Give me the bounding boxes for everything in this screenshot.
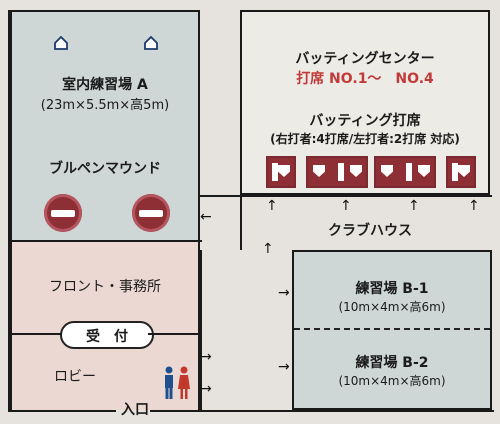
room-b1-title: 練習場 B-1 bbox=[355, 281, 429, 297]
arrow-up-icon: ↑ bbox=[266, 198, 278, 214]
lobby-label: ロビー bbox=[54, 369, 96, 385]
club-house-wall bbox=[240, 195, 242, 250]
corridor-wall bbox=[200, 250, 202, 410]
room-a: 室内練習場 A (23m×5.5m×高5m) ブルペンマウンド bbox=[10, 10, 200, 242]
arrow-right-icon: → bbox=[278, 285, 290, 301]
entrance-label: 入口 bbox=[121, 402, 149, 418]
arrow-left-icon: ← bbox=[200, 209, 212, 225]
arrow-up-icon: ↑ bbox=[262, 241, 274, 257]
room-b2-title: 練習場 B-2 bbox=[355, 355, 429, 371]
front-bottom-wall bbox=[148, 333, 200, 335]
restroom-icon bbox=[165, 366, 190, 399]
room-a-title: 室内練習場 A bbox=[62, 77, 148, 93]
arrow-right-icon: → bbox=[200, 349, 212, 365]
outer-left-wall bbox=[8, 10, 10, 412]
house-icon bbox=[144, 36, 158, 50]
batting-stance-detail: (右打者:4打席/左打者:2打席 対応) bbox=[270, 132, 460, 146]
batting-front-wall bbox=[200, 195, 492, 197]
room-a-bottom-wall bbox=[10, 240, 202, 242]
arrow-up-icon: ↑ bbox=[468, 198, 480, 214]
arrow-right-icon: → bbox=[200, 381, 212, 397]
house-icon bbox=[54, 36, 68, 50]
pitching-mound-icon bbox=[44, 194, 82, 232]
batting-booth-1 bbox=[266, 156, 296, 188]
batting-booth-numbers: 打席 NO.1～ NO.4 bbox=[296, 71, 434, 87]
front-bottom-wall bbox=[10, 333, 62, 335]
arrow-right-icon: → bbox=[278, 359, 290, 375]
front-office-label: フロント・事務所 bbox=[49, 279, 161, 295]
batting-booth-2 bbox=[306, 156, 368, 188]
reception-counter: 受 付 bbox=[60, 321, 154, 349]
batting-center-title: バッティングセンター bbox=[295, 51, 435, 67]
pitching-mound-icon bbox=[132, 194, 170, 232]
room-a-size: (23m×5.5m×高5m) bbox=[40, 98, 170, 113]
batting-booth-4 bbox=[446, 156, 476, 188]
bottom-wall-left bbox=[8, 410, 116, 412]
room-b1-size: (10m×4m×高6m) bbox=[338, 300, 446, 314]
reception-label: 受 付 bbox=[86, 329, 128, 345]
arrow-up-icon: ↑ bbox=[340, 198, 352, 214]
front-office: フロント・事務所 bbox=[10, 242, 200, 334]
room-b: 練習場 B-1 (10m×4m×高6m) 練習場 B-2 (10m×4m×高6m… bbox=[292, 250, 492, 410]
room-b-divider bbox=[294, 328, 490, 330]
arrow-up-icon: ↑ bbox=[408, 198, 420, 214]
batting-stance-title: バッティング打席 bbox=[309, 113, 421, 129]
batting-booth-3 bbox=[374, 156, 436, 188]
bottom-wall-right bbox=[150, 410, 494, 412]
bullpen-mound-label: ブルペンマウンド bbox=[49, 161, 161, 177]
room-b2-size: (10m×4m×高6m) bbox=[338, 374, 446, 388]
club-house-label: クラブハウス bbox=[328, 223, 412, 239]
batting-center: バッティングセンター 打席 NO.1～ NO.4 バッティング打席 (右打者:4… bbox=[240, 10, 490, 195]
